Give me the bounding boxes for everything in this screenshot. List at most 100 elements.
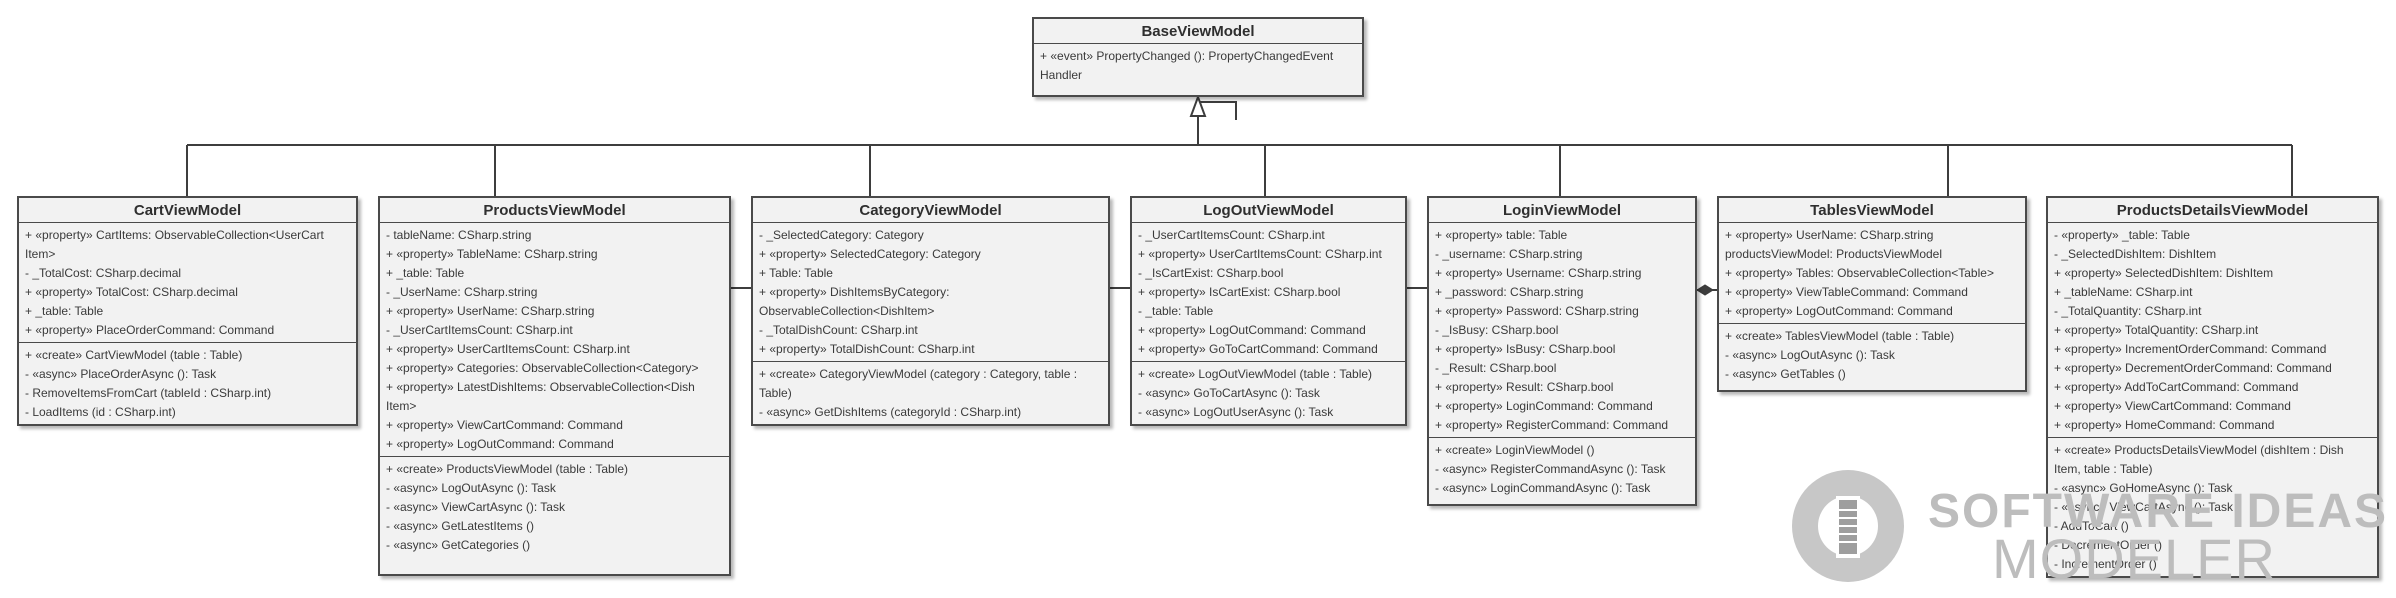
class-attribute: + «property» CartItems: ObservableCollec… (25, 228, 324, 261)
class-attribute: + «property» TotalDishCount: CSharp.int (759, 342, 975, 356)
class-attribute: + «property» Categories: ObservableColle… (386, 361, 699, 375)
class-attribute: + «property» SelectedDishItem: DishItem (2054, 266, 2274, 280)
watermark-logo-icon (1792, 470, 1904, 582)
class-attribute: + «property» ViewCartCommand: Command (2054, 399, 2291, 413)
class-operation: - «async» GoHomeAsync (): Task (2054, 481, 2233, 495)
class-attribute: + «property» DishItemsByCategory: Observ… (759, 285, 950, 318)
class-name: LoginViewModel (1429, 198, 1695, 223)
class-attribute: + «property» UserCartItemsCount: CSharp.… (386, 342, 630, 356)
attributes-compartment: + «property» table: Table- _username: CS… (1429, 223, 1695, 438)
class-name: CategoryViewModel (753, 198, 1108, 223)
class-attribute: - _TotalCost: CSharp.decimal (25, 266, 182, 280)
class-attribute: - _IsBusy: CSharp.bool (1435, 323, 1559, 337)
class-operation: + «create» CartViewModel (table : Table) (25, 348, 243, 362)
composition-diamond (1696, 284, 1714, 296)
class-attribute: + «property» LogOutCommand: Command (386, 437, 614, 451)
attributes-compartment: - _SelectedCategory: Category + «property… (753, 223, 1108, 362)
class-attribute: + _table: Table (25, 304, 104, 318)
class-attribute: + «property» LogOutCommand: Command (1725, 304, 1953, 318)
class-operation: - AddToCart () (2054, 519, 2129, 533)
class-box-productsviewmodel[interactable]: ProductsViewModel- tableName: CSharp.str… (378, 196, 731, 576)
class-box-productsdetailsviewmodel[interactable]: ProductsDetailsViewModel- «property» _ta… (2046, 196, 2379, 578)
class-attribute: + Table: Table (759, 266, 833, 280)
class-operation: - «async» LogOutAsync (): Task (386, 481, 556, 495)
class-name: LogOutViewModel (1132, 198, 1405, 223)
attributes-compartment: - «property» _table: Table - _SelectedDis… (2048, 223, 2377, 438)
class-operation: - RemoveItemsFromCart (tableId : CSharp.… (25, 386, 272, 400)
class-attribute: - _SelectedDishItem: DishItem (2054, 247, 2217, 261)
class-operation: - IncrementOrder () (2054, 557, 2157, 571)
class-attribute: + _table: Table (386, 266, 465, 280)
class-attribute: - _Result: CSharp.bool (1435, 361, 1557, 375)
class-operation: - «async» LogOutUserAsync (): Task (1138, 405, 1334, 419)
class-attribute: - _TotalQuantity: CSharp.int (2054, 304, 2202, 318)
class-attribute: + «property» LatestDishItems: Observable… (386, 380, 695, 413)
class-attribute: + «property» SelectedCategory: Category (759, 247, 981, 261)
operations-compartment: + «create» ProductsDetailsViewModel (dis… (2048, 438, 2377, 576)
class-attribute: + «property» TableName: CSharp.string (386, 247, 598, 261)
software-ideas-modeler-watermark: SOFTWARE IDEAS MODELER (1788, 466, 2388, 594)
class-attribute: + «property» RegisterCommand: Command (1435, 418, 1669, 432)
class-operation: - «async» GoToCartAsync (): Task (1138, 386, 1320, 400)
class-attribute: + «property» HomeCommand: Command (2054, 418, 2275, 432)
class-operation: - «async» GetCategories () (386, 538, 531, 552)
class-operation: - «async» ViewCartAsync (): Task (386, 500, 565, 514)
class-name: TablesViewModel (1719, 198, 2025, 223)
operations-compartment: + «create» ProductsViewModel (table : Ta… (380, 457, 729, 557)
attributes-compartment: - _UserCartItemsCount: CSharp.int + «prop… (1132, 223, 1405, 362)
class-box-logoutviewmodel[interactable]: LogOutViewModel- _UserCartItemsCount: CS… (1130, 196, 1407, 426)
class-operation: + «create» ProductsDetailsViewModel (dis… (2054, 443, 2344, 476)
class-box-loginviewmodel[interactable]: LoginViewModel+ «property» table: Table-… (1427, 196, 1697, 506)
class-attribute: + _password: CSharp.string (1435, 285, 1584, 299)
class-attribute: + «property» Password: CSharp.string (1435, 304, 1639, 318)
class-attribute: - _UserName: CSharp.string (386, 285, 538, 299)
class-attribute: + «property» AddToCartCommand: Command (2054, 380, 2299, 394)
class-attribute: + «property» LogOutCommand: Command (1138, 323, 1366, 337)
class-attribute: + _tableName: CSharp.int (2054, 285, 2193, 299)
class-operation: - «async» RegisterCommandAsync (): Task (1435, 462, 1666, 476)
attributes-compartment: + «property» CartItems: ObservableCollec… (19, 223, 356, 343)
class-operation: - «async» ViewCartAsync (): Task (2054, 500, 2233, 514)
operations-compartment: + «create» LogOutViewModel (table : Tabl… (1132, 362, 1405, 424)
class-operation: - DecrementOrder () (2054, 538, 2163, 552)
class-attribute: - _SelectedCategory: Category (759, 228, 924, 242)
class-box-cartviewmodel[interactable]: CartViewModel + «property» CartItems: Obs… (17, 196, 358, 426)
operations-compartment: + «create» CategoryViewModel (category :… (753, 362, 1108, 424)
class-attribute: - _IsCartExist: CSharp.bool (1138, 266, 1284, 280)
class-attribute: - _username: CSharp.string (1435, 247, 1583, 261)
class-box-tablesviewmodel[interactable]: TablesViewModel+ «property» UserName: CS… (1717, 196, 2027, 392)
class-attribute: + «property» PlaceOrderCommand: Command (25, 323, 275, 337)
class-operation: - «async» GetTables () (1725, 367, 1846, 381)
class-box-categoryviewmodel[interactable]: CategoryViewModel- _SelectedCategory: Ca… (751, 196, 1110, 426)
class-attribute: + «property» UserCartItemsCount: CSharp.… (1138, 247, 1382, 261)
class-attribute: + «property» TotalQuantity: CSharp.int (2054, 323, 2259, 337)
attributes-compartment: - tableName: CSharp.string + «property» T… (380, 223, 729, 457)
class-attribute: + «property» ViewCartCommand: Command (386, 418, 623, 432)
class-name: ProductsViewModel (380, 198, 729, 223)
class-operation: + «create» LogOutViewModel (table : Tabl… (1138, 367, 1373, 381)
class-attribute: + «property» UserName: CSharp.string (386, 304, 595, 318)
attributes-compartment: + «event» PropertyChanged (): PropertyCh… (1034, 44, 1362, 87)
generalization-connector (187, 120, 2292, 146)
class-attribute: - «property» _table: Table (2054, 228, 2190, 242)
class-attribute: - tableName: CSharp.string (386, 228, 532, 242)
class-attribute: + «property» TotalCost: CSharp.decimal (25, 285, 238, 299)
operations-compartment: + «create» CartViewModel (table : Table)… (19, 343, 356, 424)
class-operation: + «create» CategoryViewModel (category :… (759, 367, 1078, 400)
class-operation: - «async» GetLatestItems () (386, 519, 535, 533)
generalization-arrowhead (1189, 94, 1207, 117)
watermark-text-line2: MODELER (1992, 527, 2276, 590)
operations-compartment: + «create» TablesViewModel (table : Tabl… (1719, 324, 2025, 386)
class-attribute: + «property» IsCartExist: CSharp.bool (1138, 285, 1341, 299)
class-operation: - LoadItems (id : CSharp.int) (25, 405, 176, 419)
class-operation: + «create» TablesViewModel (table : Tabl… (1725, 329, 1955, 343)
class-box-baseviewmodel[interactable]: BaseViewModel+ «event» PropertyChanged (… (1032, 17, 1364, 97)
class-attribute: - _UserCartItemsCount: CSharp.int (1138, 228, 1325, 242)
class-attribute: productsViewModel: ProductsViewModel (1725, 247, 1943, 261)
watermark-text-line1: SOFTWARE IDEAS (1928, 485, 2389, 538)
class-attribute: + «property» Username: CSharp.string (1435, 266, 1642, 280)
class-name: CartViewModel (19, 198, 356, 223)
class-attribute: + «event» PropertyChanged (): PropertyCh… (1040, 49, 1334, 82)
